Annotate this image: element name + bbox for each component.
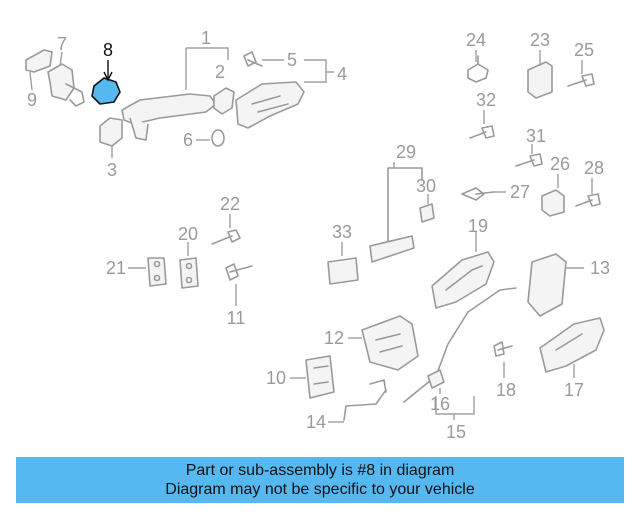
- callout-9: 9: [27, 90, 37, 110]
- callout-32: 32: [476, 90, 496, 110]
- part-29-shape: [369, 162, 423, 263]
- part-11-shape: [225, 263, 253, 306]
- part-30-shape: [419, 194, 435, 223]
- part-27-shape: [461, 187, 506, 201]
- callout-29: 29: [396, 142, 416, 162]
- part-8-shape[interactable]: [91, 60, 121, 105]
- part-14-shape: [328, 379, 387, 423]
- part-28-shape: [575, 178, 601, 207]
- callout-2: 2: [215, 62, 225, 82]
- part-13-shape: [527, 253, 584, 317]
- callout-17: 17: [564, 380, 584, 400]
- callout-11: 11: [227, 308, 246, 328]
- callout-23: 23: [530, 30, 550, 50]
- parts-diagram: 1 2 3 4 5 6 7 8 9 10 11 12 13 14 15 16 1…: [25, 28, 610, 442]
- part-22-shape: [211, 214, 241, 245]
- callout-22: 22: [220, 194, 240, 214]
- callout-4: 4: [337, 64, 347, 84]
- callout-24: 24: [466, 30, 486, 50]
- part-4-shape: [235, 59, 334, 129]
- callout-19: 19: [468, 216, 488, 236]
- callout-1: 1: [201, 28, 211, 48]
- callout-7: 7: [57, 34, 67, 54]
- part-15-shape: [403, 287, 517, 420]
- callout-28: 28: [584, 158, 604, 178]
- part-7-shape: [47, 51, 85, 107]
- part-2-shape: [213, 87, 235, 115]
- callout-31: 31: [526, 126, 546, 146]
- callout-3: 3: [107, 160, 117, 180]
- part-6-shape: [196, 129, 225, 147]
- callout-27: 27: [510, 182, 530, 202]
- callout-13: 13: [590, 258, 610, 278]
- callout-10: 10: [266, 368, 286, 388]
- part-31-shape: [515, 144, 543, 167]
- callout-12: 12: [324, 328, 344, 348]
- part-23-shape: [527, 50, 553, 99]
- part-20-shape: [179, 242, 199, 289]
- part-9-shape: [25, 49, 53, 91]
- callout-15: 15: [446, 422, 466, 442]
- callout-8[interactable]: 8: [103, 40, 113, 60]
- part-25-shape: [567, 60, 595, 87]
- part-12-shape: [348, 315, 419, 371]
- part-17-shape: [539, 317, 605, 378]
- part-3-shape: [99, 117, 123, 158]
- part-16-shape: [427, 369, 445, 394]
- callout-25: 25: [574, 40, 594, 60]
- part-10-shape: [290, 355, 335, 399]
- callout-30: 30: [416, 176, 436, 196]
- part-19-shape: [431, 232, 495, 309]
- callout-14: 14: [306, 412, 326, 432]
- callout-6: 6: [183, 130, 193, 150]
- part-33-shape: [327, 242, 359, 285]
- callout-18: 18: [496, 380, 516, 400]
- part-1-shape: [121, 47, 229, 141]
- part-24-shape: [467, 50, 489, 83]
- callout-16: 16: [430, 394, 450, 414]
- info-banner: Part or sub-assembly is #8 in diagram Di…: [16, 457, 624, 503]
- part-5-shape: [243, 51, 284, 67]
- banner-line-1: Part or sub-assembly is #8 in diagram: [185, 462, 455, 479]
- callout-33: 33: [332, 222, 352, 242]
- part-32-shape: [469, 110, 495, 139]
- callout-20: 20: [178, 224, 198, 244]
- callout-26: 26: [550, 154, 570, 174]
- part-21-shape: [128, 257, 167, 287]
- callout-5: 5: [287, 50, 297, 70]
- part-26-shape: [541, 174, 565, 217]
- banner-line-2: Diagram may not be specific to your vehi…: [165, 481, 475, 498]
- callout-21: 21: [106, 258, 126, 278]
- part-18-shape: [493, 341, 513, 378]
